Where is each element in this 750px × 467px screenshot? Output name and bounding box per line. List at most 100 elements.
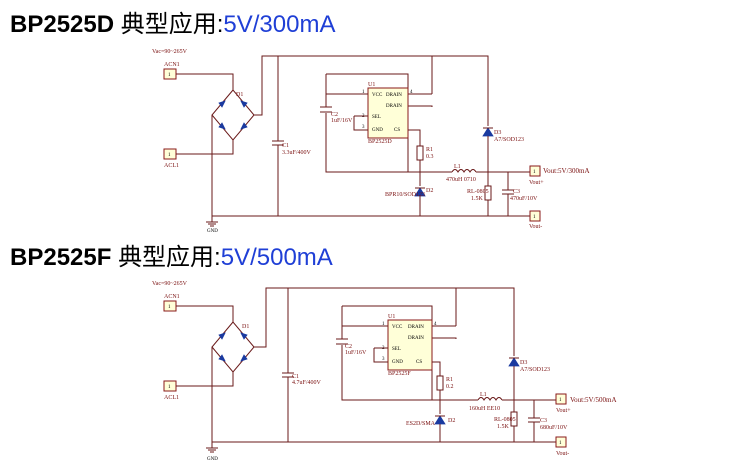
rl-value: 1.5K (471, 196, 484, 202)
rl-ref: RL-0805 (467, 189, 489, 195)
pin-cs: CS (416, 360, 422, 365)
heading-caption: 典型应用: (118, 244, 221, 271)
port-pin: 1 (533, 215, 536, 220)
acn-label: ACN1 (164, 62, 180, 68)
bridge-rectifier (211, 89, 255, 141)
ic-name: BP2525D (368, 139, 392, 145)
part-number: BP2525F (10, 244, 112, 271)
ground-icon (206, 447, 218, 453)
gnd-label: GND (207, 457, 218, 462)
c2-value: 1uF/16V (345, 350, 367, 356)
diode-icon (218, 122, 226, 130)
r1-ref: R1 (426, 147, 433, 153)
ic-bp2525d (367, 87, 409, 139)
diode-icon (482, 127, 494, 137)
diode-icon (240, 122, 248, 130)
c1-value: 3.3uF/400V (282, 150, 312, 156)
r1-value: 0.2 (446, 384, 454, 390)
d2-value: ES2D/SMA (406, 421, 436, 427)
diode-icon (508, 357, 520, 367)
pin-number: 4 (434, 322, 437, 327)
schematic-bp2525f: Vac=90~265V 1 ACN1 1 ACL1 D1 GND C1 4.7u… (152, 281, 617, 462)
diode-icon (218, 354, 226, 362)
vout-label: Vout:5V/300mA (543, 167, 590, 175)
vout-minus-port (555, 436, 567, 448)
c3-value: 470uF/10V (510, 196, 538, 202)
acn-label: ACN1 (164, 294, 180, 300)
pin-number: 3 (362, 125, 365, 130)
l1-ref: L1 (480, 392, 487, 398)
gnd-label: GND (207, 229, 218, 234)
pin-sel: SEL (392, 347, 401, 352)
pin-sel: SEL (372, 115, 381, 120)
vout-plus-port (555, 393, 567, 405)
pin-gnd: GND (372, 128, 383, 133)
vout-minus-label: Vout- (529, 224, 542, 230)
diode-icon (240, 332, 248, 340)
bridge-rectifier (211, 321, 255, 373)
pin-drain: DRAIN (408, 336, 424, 341)
inductor-coil (451, 169, 477, 173)
heading-spec: 5V/300mA (223, 11, 336, 38)
diode-icon (240, 354, 248, 362)
vout-label: Vout:5V/500mA (570, 396, 617, 404)
ic-ref: U1 (368, 82, 375, 88)
diode-icon (218, 100, 226, 108)
c3-ref: C3 (540, 418, 547, 424)
pin-number: 1 (362, 90, 365, 95)
vac-label: Vac=90~265V (152, 281, 188, 287)
r1-resistor (416, 145, 424, 161)
c1-ref: C1 (292, 374, 299, 380)
c2-ref: C2 (345, 344, 352, 350)
heading-spec: 5V/500mA (220, 244, 333, 271)
r1-resistor (436, 375, 444, 391)
pin-drain: DRAIN (386, 104, 402, 109)
r1-ref: R1 (446, 377, 453, 383)
bridge-ref: D1 (236, 92, 243, 98)
d2-value: BPR10/SOD123 (385, 192, 425, 198)
diode-icon (218, 332, 226, 340)
d3-ref: D3 (494, 130, 501, 136)
inductor-coil (477, 397, 503, 401)
pin-number: 1 (382, 322, 385, 327)
heading-bp2525f: BP2525F 典型应用:5V/500mA (10, 237, 333, 272)
l1-ref: L1 (454, 164, 461, 170)
l1-value: 160uH EE10 (469, 406, 500, 412)
d3-value: A7/SOD123 (494, 137, 524, 143)
c1-value: 4.7uF/400V (292, 380, 322, 386)
pin-drain: DRAIN (386, 93, 402, 98)
schematic-bp2525d: Vac=90~265V 1 ACN1 1 ACL1 D1 GND C1 3.3u… (152, 49, 590, 234)
port-pin: 1 (168, 153, 171, 158)
port-pin: 1 (533, 170, 536, 175)
vout-plus-label: Vout+ (556, 408, 571, 414)
ground-icon (206, 221, 218, 227)
pin-cs: CS (394, 128, 400, 133)
vout-minus-label: Vout- (556, 451, 569, 457)
vout-minus-port (529, 210, 541, 222)
c3-value: 680uF/10V (540, 425, 568, 431)
c2-value: 1uF/16V (331, 118, 353, 124)
bridge-ref: D1 (242, 324, 249, 330)
ic-name: BP2525F (388, 371, 411, 377)
d2-ref: D2 (448, 418, 455, 424)
c1-ref: C1 (282, 143, 289, 149)
acl-label: ACL1 (164, 395, 179, 401)
c3-ref: C3 (513, 189, 520, 195)
d2-ref: D2 (426, 188, 433, 194)
rl-value: 1.5K (497, 424, 510, 430)
port-pin: 1 (168, 73, 171, 78)
port-pin: 1 (168, 385, 171, 390)
vout-plus-label: Vout+ (529, 180, 544, 186)
pin-number: 4 (410, 90, 413, 95)
pin-vcc: VCC (392, 325, 403, 330)
port-pin: 1 (559, 441, 562, 446)
diode-icon (434, 415, 446, 425)
l1-value: 470uH 0710 (446, 177, 476, 183)
part-number: BP2525D (10, 11, 115, 38)
rl-ref: RL-0805 (494, 417, 516, 423)
ic-ref: U1 (388, 314, 395, 320)
d3-value: A7/SOD123 (520, 367, 550, 373)
port-pin: 1 (559, 398, 562, 403)
diode-icon (240, 100, 248, 108)
